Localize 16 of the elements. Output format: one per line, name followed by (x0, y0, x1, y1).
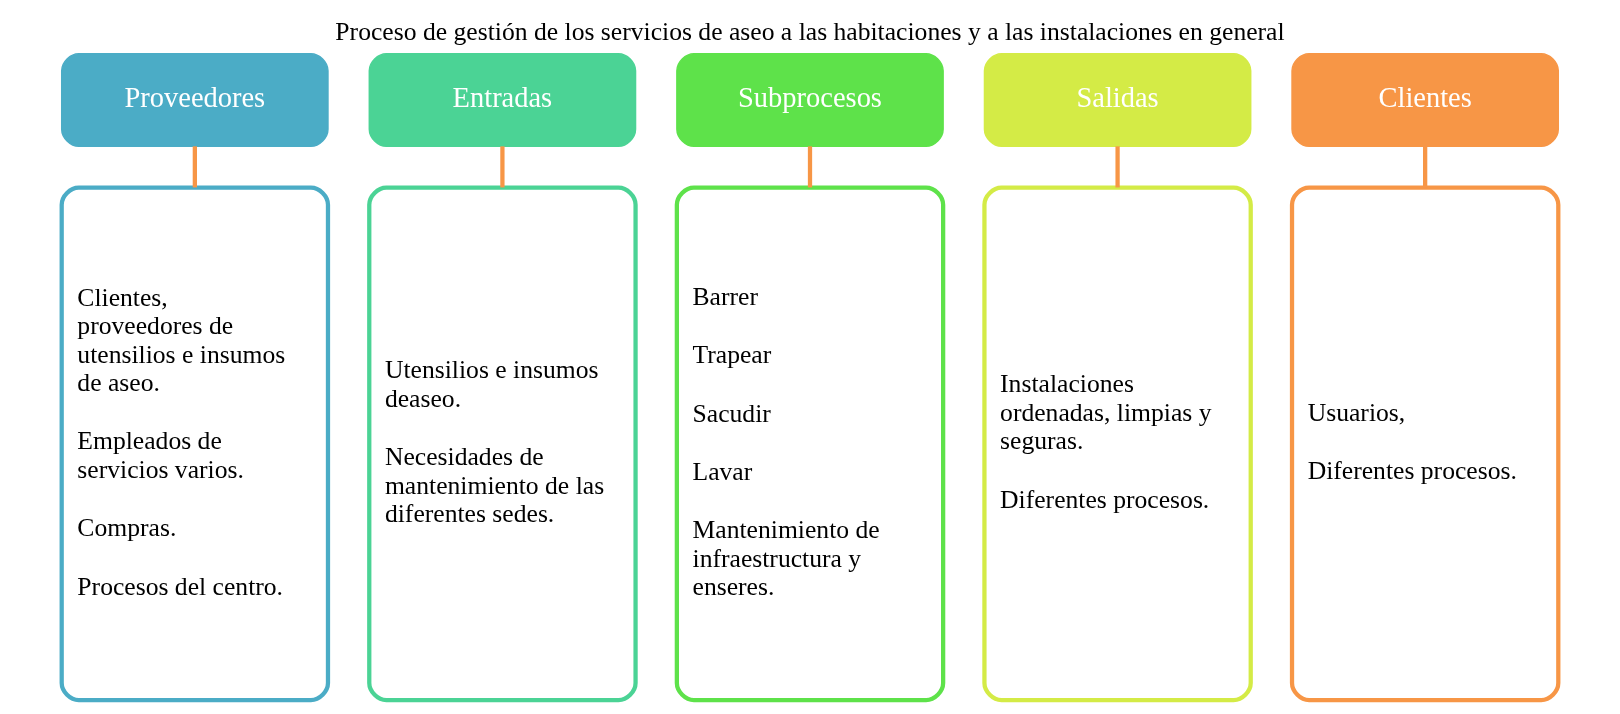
node-box: Subprocesos (676, 53, 944, 147)
node-box: Utensilios e insumos deaseo. Necesidades de mantenimiento de las diferentes sedes. (367, 185, 638, 703)
node-box: Barrer Trapear Sacudir Lavar Mantenimiento de infraestructura y enseres. (674, 185, 946, 703)
node-box: Proveedores (61, 53, 329, 147)
node-box: Instalaciones ordenadas, limpias y seguras. Diferentes procesos. (982, 185, 1253, 703)
connector (807, 146, 813, 188)
node-box: Usuarios, Diferentes procesos. (1289, 185, 1561, 703)
connector (500, 146, 505, 188)
node-box: Salidas (983, 53, 1252, 147)
diagram-title: Proceso de gestión de los servicios de aseo a las habitaciones y a las instalaciones en general (335, 17, 1285, 47)
node-box: Entradas (368, 53, 637, 147)
node-box: Clientes (1291, 53, 1559, 147)
connector (1423, 146, 1428, 188)
node-box: Clientes, proveedores de utensilios e insumos de aseo. Empleados de servicios varios. Compras. Procesos del centro. (59, 185, 331, 703)
connector (192, 146, 197, 188)
connector (1115, 146, 1120, 188)
